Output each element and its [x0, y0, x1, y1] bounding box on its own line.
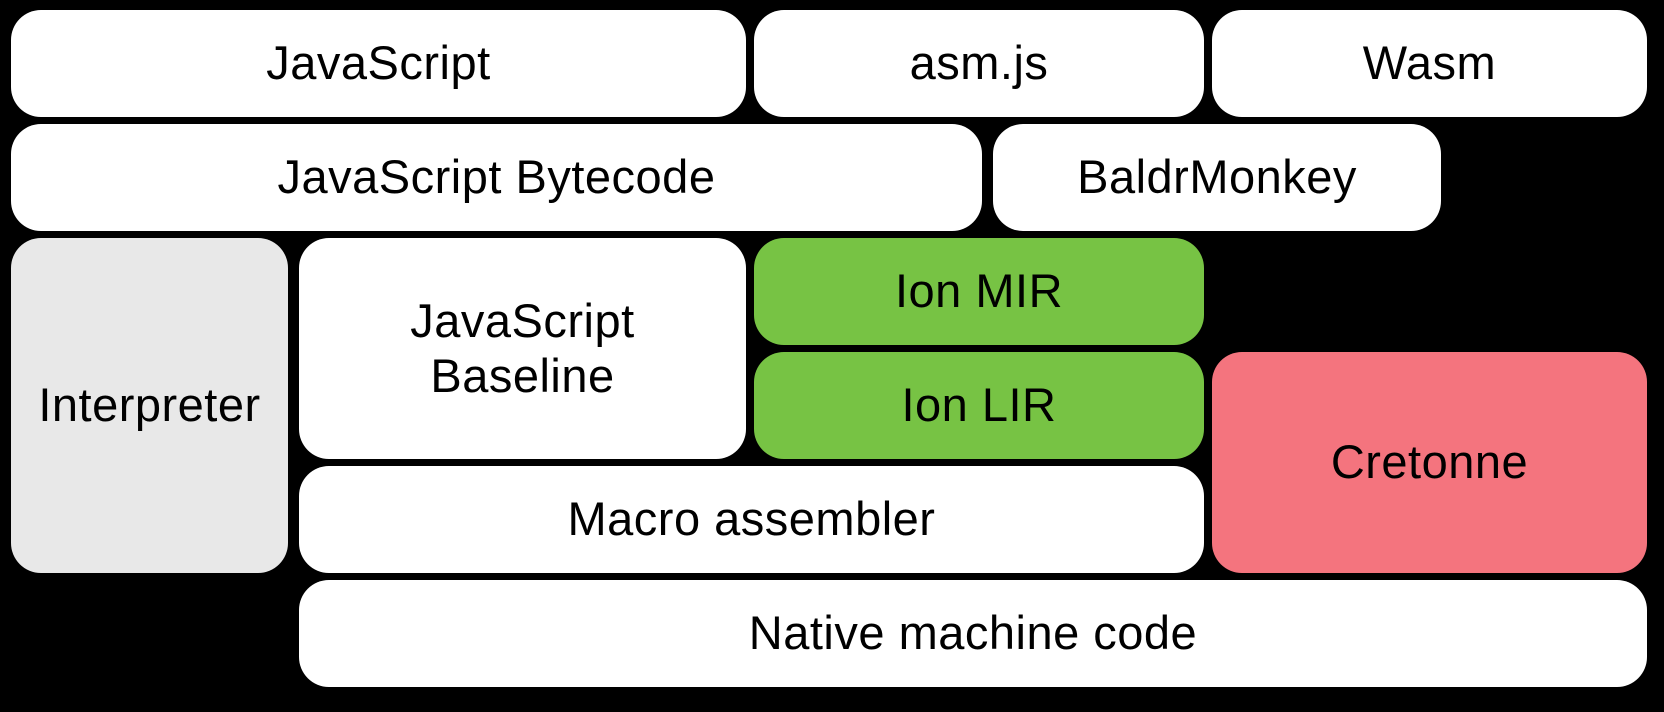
node-native-machine-code: Native machine code	[299, 580, 1647, 687]
node-javascript-bytecode: JavaScript Bytecode	[11, 124, 982, 231]
node-asmjs: asm.js	[754, 10, 1204, 117]
node-javascript-baseline-line1: JavaScript	[410, 294, 635, 348]
node-javascript-baseline-line2: Baseline	[430, 348, 615, 402]
node-javascript: JavaScript	[11, 10, 746, 117]
node-interpreter: Interpreter	[11, 238, 288, 573]
node-wasm: Wasm	[1212, 10, 1647, 117]
node-macro-assembler: Macro assembler	[299, 466, 1204, 573]
node-cretonne: Cretonne	[1212, 352, 1647, 573]
node-ion-lir: Ion LIR	[754, 352, 1204, 459]
node-ion-mir: Ion MIR	[754, 238, 1204, 345]
node-baldrmonkey: BaldrMonkey	[993, 124, 1441, 231]
node-javascript-baseline: JavaScript Baseline	[299, 238, 746, 459]
